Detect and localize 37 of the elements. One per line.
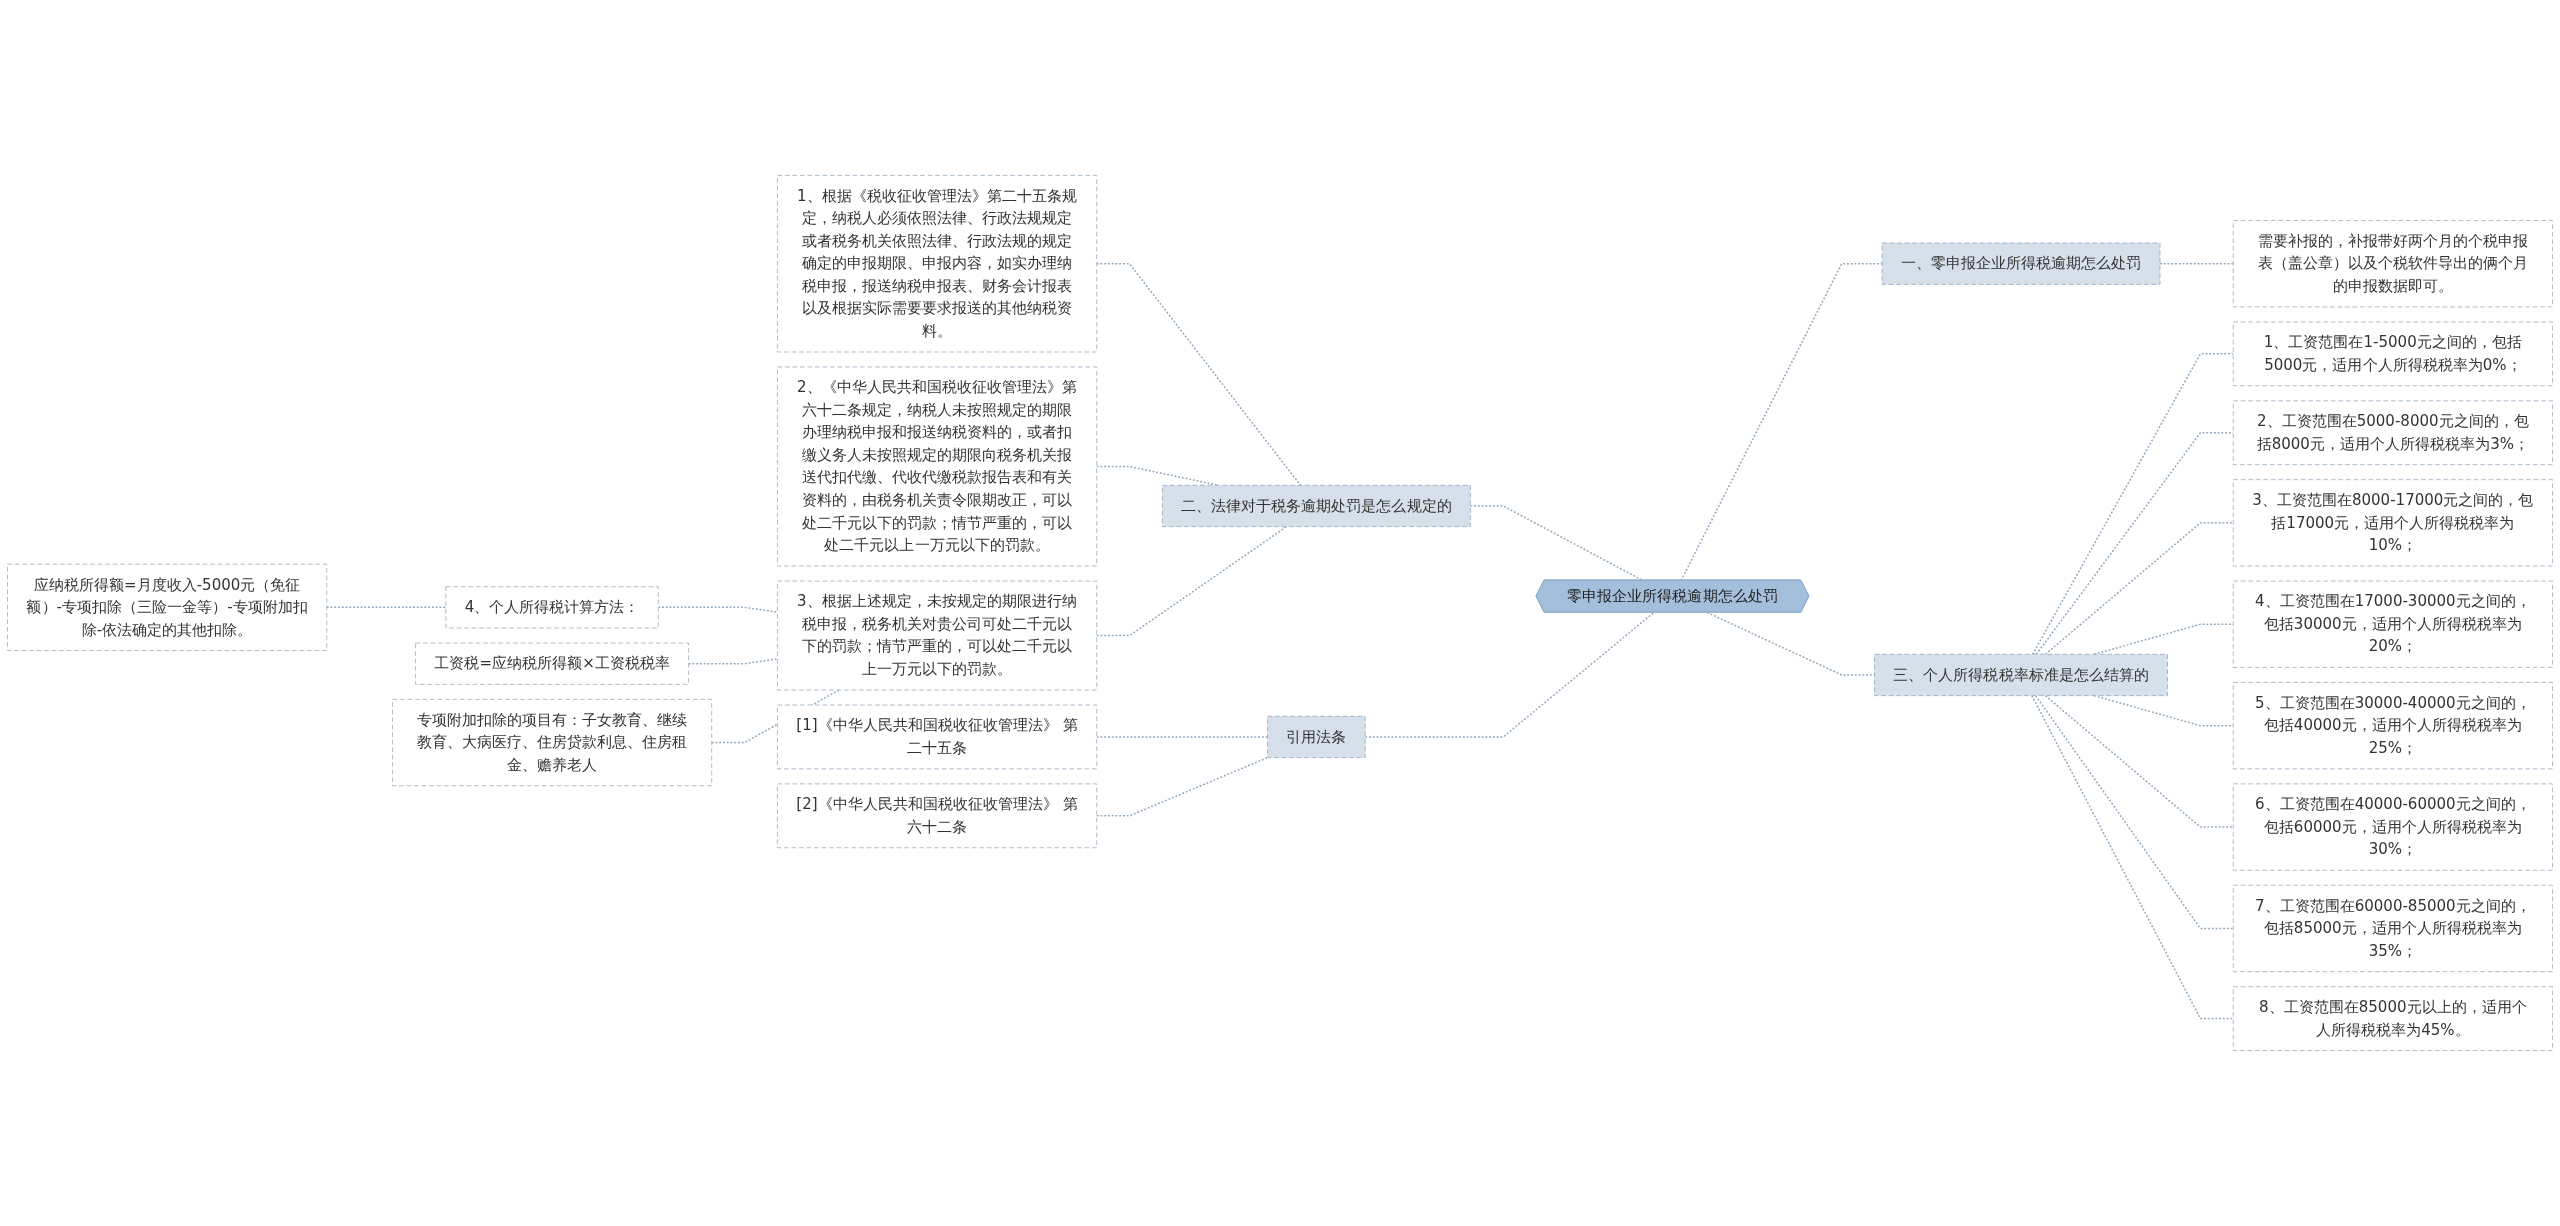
node-box: 7、工资范围在60000-85000元之间的，包括85000元，适用个人所得税税率为35%；	[2232, 884, 2553, 973]
node-box: 2、工资范围在5000-8000元之间的，包括8000元，适用个人所得税税率为3%；	[2232, 400, 2553, 466]
node-box: 应纳税所得额=月度收入-5000元（免征额）-专项扣除（三险一金等）-专项附加扣除-依法确定的其他扣除。	[7, 563, 328, 652]
node-box: 8、工资范围在85000元以上的，适用个人所得税税率为45%。	[2232, 986, 2553, 1051]
connector	[1095, 525, 1288, 637]
connector	[1469, 505, 1644, 582]
node-box: [2]《中华人民共和国税收征收管理法》 第六十二条	[776, 783, 1098, 849]
node-box: 一、零申报企业所得税逾期怎么处罚	[1881, 242, 2161, 285]
connector	[1095, 262, 1302, 487]
connector	[687, 658, 779, 665]
connector	[2031, 353, 2234, 656]
node-box: 6、工资范围在40000-60000元之间的，包括60000元，适用个人所得税税率为30%；	[2232, 783, 2553, 871]
connector	[2044, 694, 2234, 828]
node-box: 2、《中华人民共和国税收征收管理法》第六十二条规定，纳税人未按照规定的期限办理纳税申报和报送纳税资料的，或者扣缴义务人未按照规定的期限向税务机关报送代扣代缴、代收代缴税款报告表和有关资料的，由税务机关责令限期改正，可以处二千元以下的罚款；情节严重的，可以处二千元以上一万元以下的罚款。	[776, 366, 1098, 567]
node-box: 工资税=应纳税所得额×工资税税率	[415, 642, 690, 685]
node-box: 需要补报的，补报带好两个月的个税申报表（盖公章）以及个税软件导出的俩个月的申报数据即可。	[2232, 220, 2553, 308]
node-box: 3、工资范围在8000-17000元之间的，包括17000元，适用个人所得税税率为10%；	[2232, 479, 2553, 567]
node-box: [1]《中华人民共和国税收征收管理法》 第二十五条	[776, 704, 1098, 770]
connector	[2044, 522, 2234, 656]
node-box: 5、工资范围在30000-40000元之间的，包括40000元，适用个人所得税税率为25%；	[2232, 682, 2553, 770]
node-box: 三、个人所得税税率标准是怎么结算的	[1874, 653, 2168, 697]
connector	[326, 606, 447, 609]
node-box: 引用法条	[1267, 715, 1366, 759]
node-box: 1、工资范围在1-5000元之间的，包括5000元，适用个人所得税税率为0%；	[2232, 321, 2553, 387]
connector	[2031, 694, 2234, 1020]
node-box: 二、法律对于税务逾期处罚是怎么规定的	[1161, 484, 1471, 528]
connector	[1364, 611, 1655, 738]
connector	[657, 606, 779, 613]
node-box: 专项附加扣除的项目有：子女教育、继续教育、大病医疗、住房贷款利息、住房租金、赡养老人	[392, 698, 713, 787]
connector	[1095, 756, 1269, 817]
connector	[2034, 694, 2234, 930]
connector	[2035, 431, 2234, 656]
node-box: 1、根据《税收征收管理法》第二十五条规定，纳税人必须依照法律、行政法规规定或者税务机关依照法律、行政法规的规定确定的申报期限、申报内容，如实办理纳税申报，报送纳税申报表、财务会计报表以及根据实际需要要求报送的其他纳税资料。	[776, 175, 1098, 353]
node-box: 4、个人所得税计算方法：	[445, 586, 659, 629]
node-box: 4、工资范围在17000-30000元之间的，包括30000元，适用个人所得税税率为20%；	[2232, 580, 2553, 668]
connector	[1095, 736, 1269, 738]
node-box: 3、根据上述规定，未按规定的期限进行纳税申报，税务机关对贵公司可处二千元以下的罚款；情节严重的，可以处二千元以上一万元以下的罚款。	[776, 580, 1098, 691]
